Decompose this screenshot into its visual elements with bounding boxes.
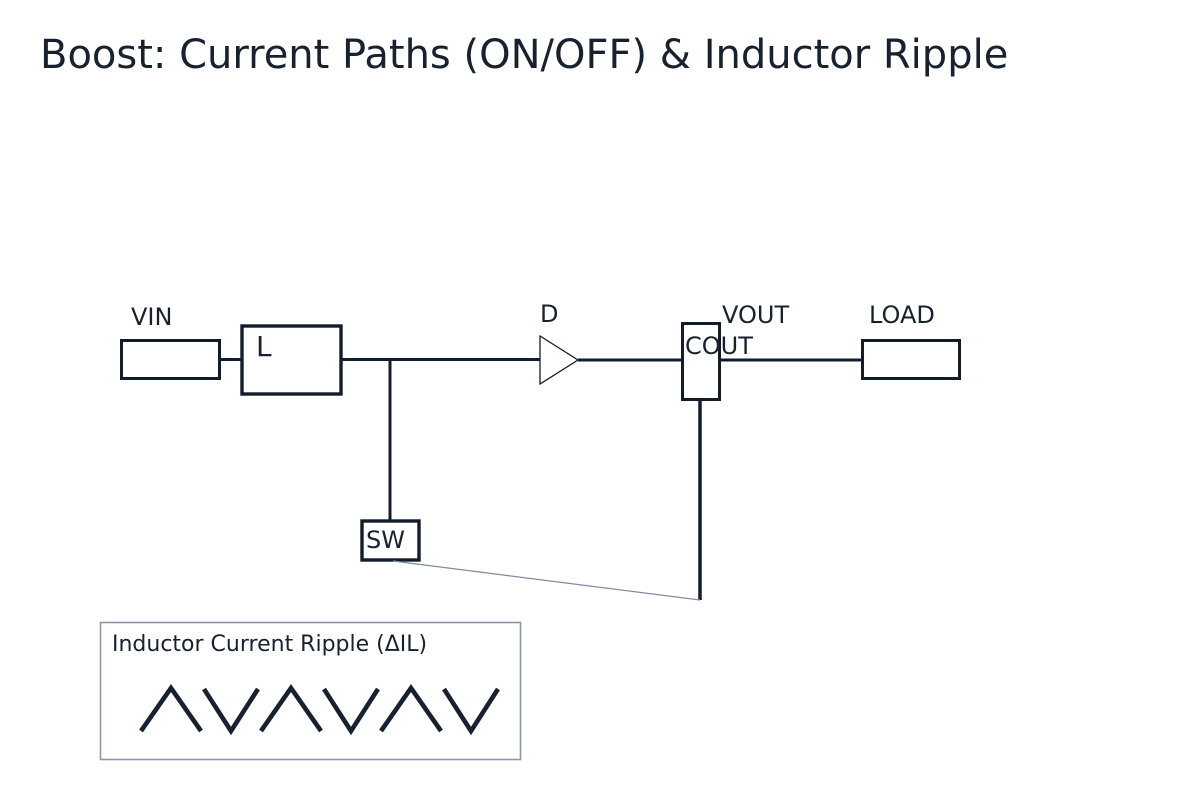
inductor-box [240,324,343,396]
inductor-label: L [256,330,272,363]
load-label: LOAD [869,301,935,329]
load-box [861,339,961,380]
switch-box [360,519,421,562]
ripple-valley-1 [202,687,260,736]
diode-label: D [540,300,559,328]
ripple-valley-3 [442,687,500,736]
cout-label: COUT [685,332,753,360]
ripple-waveform [139,683,500,736]
diode-symbol [539,334,580,386]
switch-label: SW [366,526,405,554]
switch-return-line [392,560,701,601]
ripple-panel-caption: Inductor Current Ripple (ΔIL) [112,632,428,657]
ripple-peak-3 [379,683,443,733]
ripple-peak-2 [259,683,323,733]
page-title: Boost: Current Paths (ON/OFF) & Inductor… [40,32,1009,78]
vin-label: VIN [131,303,173,331]
ripple-valley-2 [322,687,380,736]
vin-box [120,339,221,380]
vout-label: VOUT [722,301,790,329]
ripple-panel-border [99,621,522,761]
ripple-peak-1 [139,683,203,733]
